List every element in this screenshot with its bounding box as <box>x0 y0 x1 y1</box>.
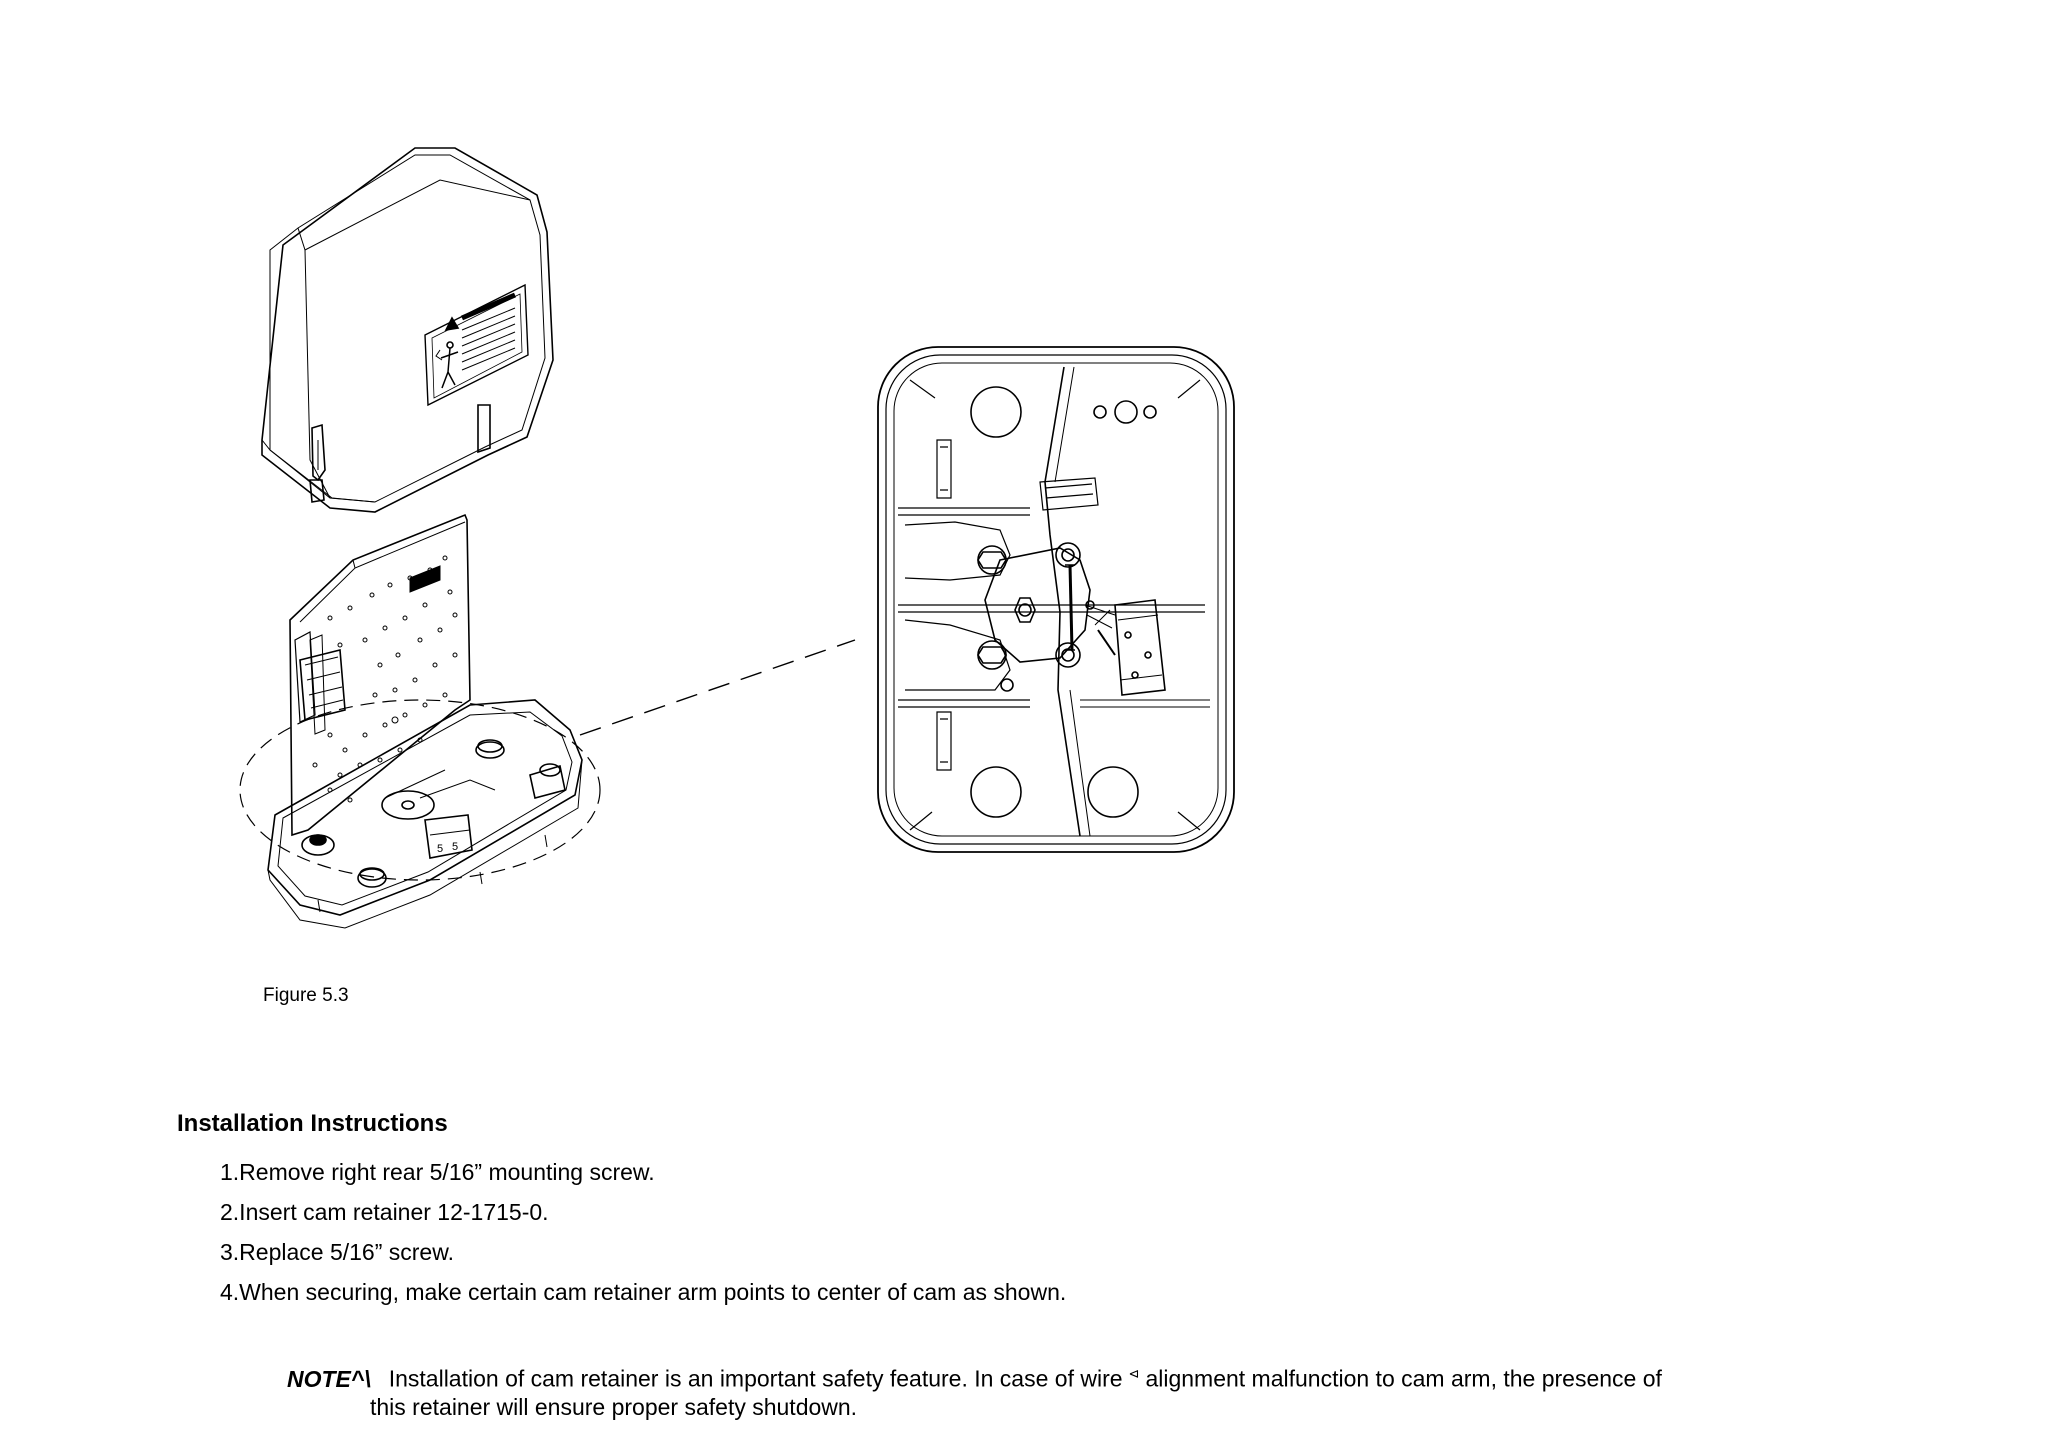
note-text-line2: this retainer will ensure proper safety … <box>370 1393 858 1420</box>
figure-caption: Figure 5.3 <box>263 985 349 1006</box>
step-4: 4.When securing, make certain cam retain… <box>220 1279 1067 1305</box>
cover-housing <box>261 147 554 513</box>
note-mark-glyph: ⊲ <box>1128 1366 1140 1381</box>
leader-line <box>579 639 856 736</box>
technical-drawing: 5 5 <box>239 147 1235 929</box>
svg-text:5: 5 <box>452 841 458 853</box>
safety-note: NOTE^\ Installation of cam retainer is an… <box>287 1360 1807 1421</box>
step-1: 1.Remove right rear 5/16” mounting screw… <box>220 1159 655 1185</box>
note-text-part1: Installation of cam retainer is an impor… <box>388 1365 1123 1392</box>
step-2: 2.Insert cam retainer 12-1715-0. <box>220 1199 549 1225</box>
note-text-part2: alignment malfunction to cam arm, the pr… <box>1145 1365 1662 1392</box>
detail-view <box>877 346 1235 853</box>
base-assembly: 5 5 <box>239 513 601 929</box>
svg-text:5: 5 <box>437 843 443 855</box>
instructions-heading: Installation Instructions <box>177 1110 448 1137</box>
step-3: 3.Replace 5/16” screw. <box>220 1239 454 1265</box>
note-label: NOTE^\ <box>287 1365 371 1392</box>
instruction-steps: 1.Remove right rear 5/16” mounting screw… <box>220 1152 1066 1312</box>
